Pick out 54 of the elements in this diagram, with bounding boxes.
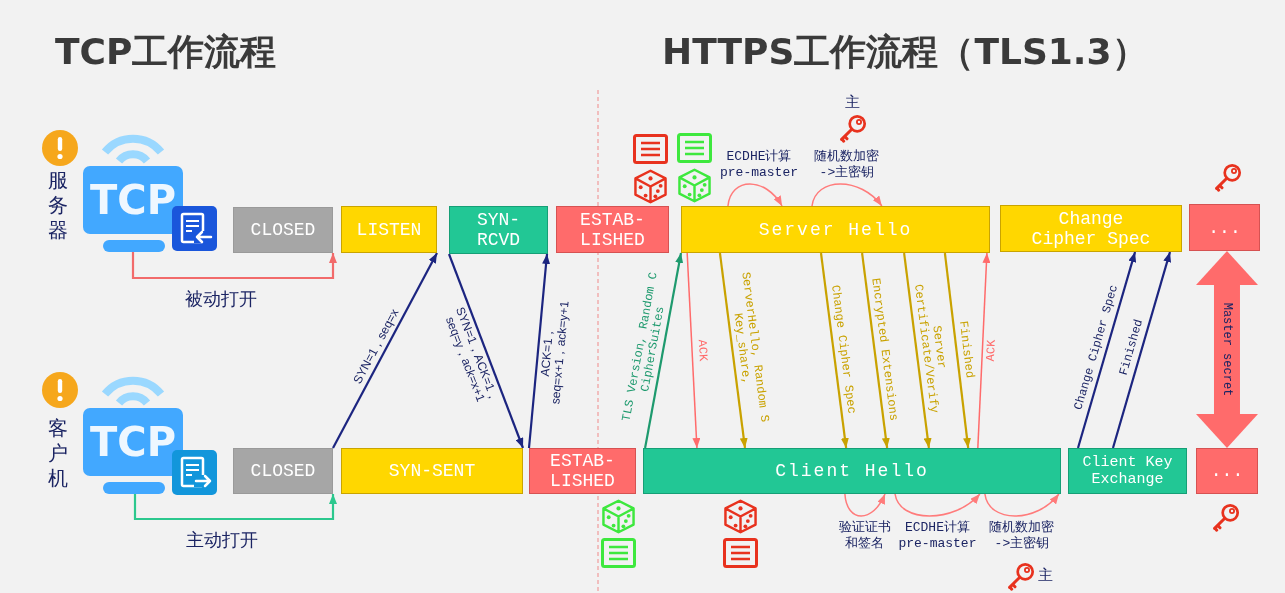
state-box: Server Hello: [681, 206, 990, 253]
edge-label: ECDHE计算 pre-master: [897, 520, 978, 552]
section-heading: HTTPS工作流程（TLS1.3）: [662, 30, 1148, 74]
edge-label: ECDHE计算 pre-master: [719, 149, 799, 181]
arrow: [332, 252, 438, 449]
arrow: [819, 252, 849, 449]
state-box: ESTAB- LISHED: [529, 448, 636, 494]
arrow: [1076, 251, 1137, 449]
state-box: Client Key Exchange: [1068, 448, 1187, 494]
edge-label: ACK=1， seq=x+1，ack=y+1: [536, 299, 572, 407]
arrow: [527, 253, 551, 449]
key-caption: 主: [845, 93, 860, 111]
curved-arrow: [984, 493, 1060, 517]
arrow: [1111, 251, 1172, 449]
arrow: [447, 253, 525, 449]
elbow-arrow: [133, 494, 337, 521]
state-box: SYN-SENT: [341, 448, 523, 494]
edge-label: 主动打开: [186, 529, 258, 551]
state-box: CLOSED: [233, 207, 333, 253]
curved-arrow: [727, 183, 783, 207]
key-caption: 主: [1038, 566, 1053, 584]
edge-label: 验证证书和签名: [837, 520, 892, 552]
arrow: [943, 252, 971, 449]
side-label: 服务器: [47, 168, 69, 243]
state-box: LISTEN: [341, 206, 437, 253]
curved-arrow: [844, 493, 886, 517]
arrow: [860, 252, 890, 449]
section-heading: TCP工作流程: [55, 30, 277, 74]
edge-label: Change Cipher Spec: [828, 284, 858, 415]
edge-label: ACK: [694, 338, 709, 362]
curved-arrow: [811, 183, 883, 207]
edge-label: Master secret: [1220, 302, 1234, 397]
edge-label: 被动打开: [185, 288, 257, 310]
state-box: ...: [1189, 204, 1260, 251]
edge-label: 随机数加密->主密钥: [813, 149, 881, 181]
arrow: [686, 252, 701, 449]
state-box: ...: [1196, 448, 1258, 494]
edge-label: Finished: [955, 320, 976, 379]
state-box: CLOSED: [233, 448, 333, 494]
arrow: [718, 252, 748, 449]
arrow: [903, 252, 932, 449]
edge-label: ACK: [984, 339, 999, 363]
arrow: [977, 252, 991, 449]
state-box: Client Hello: [643, 448, 1061, 494]
arrow: [644, 252, 684, 449]
state-box: Change Cipher Spec: [1000, 205, 1182, 252]
edge-label: Encrypted Extensions: [868, 277, 900, 422]
elbow-arrow: [131, 252, 337, 280]
edge-label: ServerHello, Random S Key_share,: [729, 270, 772, 426]
side-label: 客户机: [47, 416, 69, 491]
state-box: SYN- RCVD: [449, 206, 548, 254]
curved-arrow: [894, 493, 981, 517]
edge-label: 随机数加密->主密钥: [988, 520, 1056, 552]
state-box: ESTAB- LISHED: [556, 206, 669, 253]
